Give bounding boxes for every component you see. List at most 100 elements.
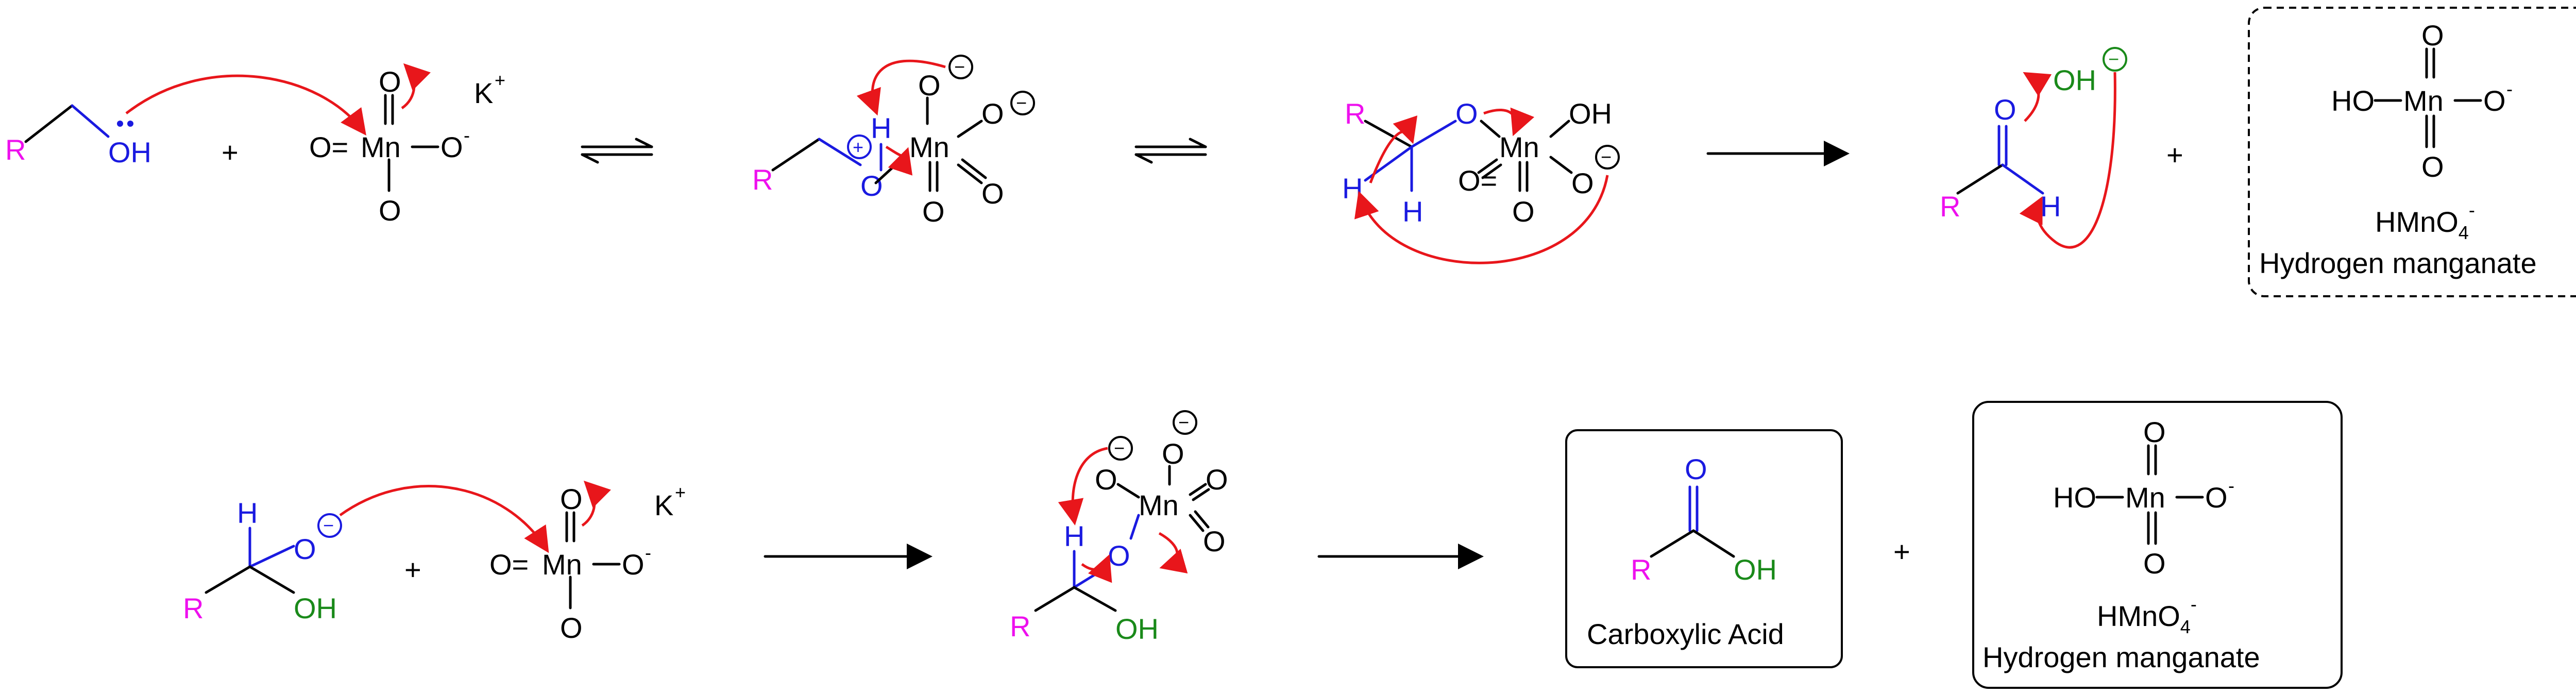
charge: − — [1016, 92, 1027, 113]
bond — [1549, 156, 1573, 174]
hydroxyl: OH — [1569, 97, 1612, 130]
oxygen: O — [918, 69, 941, 101]
curved-arrow — [2023, 72, 2052, 122]
manganese: Mn — [2403, 84, 2444, 117]
r-group: R — [1345, 97, 1365, 130]
hydroxyl: OH — [1734, 553, 1777, 586]
charge: - — [2228, 475, 2234, 496]
oxygen: O — [2143, 547, 2166, 580]
negative-charge — [317, 513, 342, 538]
bond — [248, 545, 295, 568]
curved-arrow — [339, 485, 549, 553]
hydroxyl: HO — [2053, 481, 2096, 514]
oxygen: O — [294, 533, 316, 565]
hydrogen: H — [1402, 195, 1423, 228]
oxygen: O — [1203, 525, 1226, 557]
positive-charge — [847, 134, 872, 159]
bond — [71, 104, 110, 138]
oxygen: O — [981, 97, 1004, 130]
oxygen: O — [1162, 437, 1184, 470]
manganese: Mn — [542, 548, 582, 581]
r-group: R — [183, 592, 204, 624]
oxygen: O — [440, 131, 463, 163]
oxygen: O — [2143, 416, 2166, 448]
curved-arrow — [1081, 554, 1112, 583]
charge: − — [323, 515, 334, 536]
bond — [1192, 488, 1210, 501]
oxygen: O — [1095, 463, 1117, 496]
oxygen: O — [560, 483, 583, 515]
manganese: Mn — [1499, 131, 1539, 163]
permanganate: O= Mn O - O O K + — [309, 65, 505, 227]
oxygen: O — [1994, 93, 2016, 126]
oxygen: O — [2421, 19, 2444, 52]
hydrogen: H — [1342, 172, 1363, 205]
r-group: R — [752, 163, 773, 196]
charge: − — [1601, 146, 1612, 167]
negative-charge — [1595, 145, 1620, 170]
curved-arrow — [1354, 175, 1609, 264]
plus-sign: + — [2166, 139, 2183, 171]
hydroxyl: OH — [108, 136, 151, 168]
oxygen: O — [981, 177, 1004, 210]
oxygen: O — [560, 612, 583, 644]
bond — [1034, 586, 1076, 612]
oxygen: O — [2205, 481, 2228, 514]
hydrogen: H — [1064, 520, 1084, 552]
hydrogen: H — [871, 112, 891, 144]
curved-arrow — [125, 74, 366, 136]
equilibrium-arrow — [1134, 138, 1207, 164]
manganese: Mn — [909, 131, 950, 163]
bond — [205, 565, 251, 594]
manganese: Mn — [361, 131, 401, 163]
bond — [248, 565, 295, 594]
bond — [1477, 158, 1498, 174]
bond — [1480, 120, 1501, 138]
bond — [1189, 514, 1205, 532]
plus-sign: + — [404, 553, 421, 586]
curved-arrow — [1158, 532, 1188, 574]
bond — [1116, 483, 1140, 499]
oxygen: O — [2421, 150, 2444, 183]
bond — [961, 158, 987, 179]
oxygen: O — [379, 194, 401, 227]
product-box-dashed: HO Mn O - O O HMnO4- Hydrogen manganate — [2248, 7, 2576, 297]
curved-arrow — [581, 480, 611, 527]
charge: - — [645, 542, 651, 563]
oxygen: O — [1108, 539, 1130, 572]
oxygen: O= — [309, 131, 348, 163]
curved-arrow — [885, 145, 913, 176]
curved-arrow — [1483, 107, 1535, 137]
bond — [1692, 529, 1735, 558]
potassium: K — [474, 77, 493, 109]
lone-pair-dot — [127, 121, 133, 127]
oxygen: O= — [1458, 164, 1497, 197]
curved-arrow — [1369, 115, 1418, 183]
oxygen: O — [922, 195, 945, 228]
hydrogen: H — [237, 497, 258, 529]
charge: + — [853, 137, 863, 158]
product-name: Carboxylic Acid — [1587, 618, 1784, 650]
charge: − — [1114, 437, 1125, 459]
hydrate-alkoxide: H O − R OH — [183, 497, 342, 624]
product-name: Hydrogen manganate — [1982, 641, 2260, 673]
oxygen: O — [1455, 97, 1478, 130]
bond — [1956, 163, 2004, 195]
r-group: R — [5, 133, 26, 166]
hydroxide: OH — [2053, 64, 2096, 96]
r-group: R — [1940, 190, 1960, 223]
negative-charge — [2103, 47, 2127, 72]
oxygen: O — [1512, 195, 1535, 228]
r-group: R — [1631, 553, 1651, 586]
negative-charge — [1173, 410, 1197, 435]
hydrogen: H — [2040, 190, 2061, 223]
negative-charge — [948, 55, 973, 79]
product-box-carboxylic-acid: O R OH Carboxylic Acid — [1565, 429, 1843, 668]
charge: − — [954, 56, 965, 77]
potassium: K — [654, 489, 673, 521]
bond — [1650, 529, 1695, 558]
bond — [1410, 120, 1457, 148]
product-box-solid: HO Mn O - O O HMnO4- Hydrogen manganate — [1972, 401, 2343, 689]
bond — [2001, 163, 2044, 195]
